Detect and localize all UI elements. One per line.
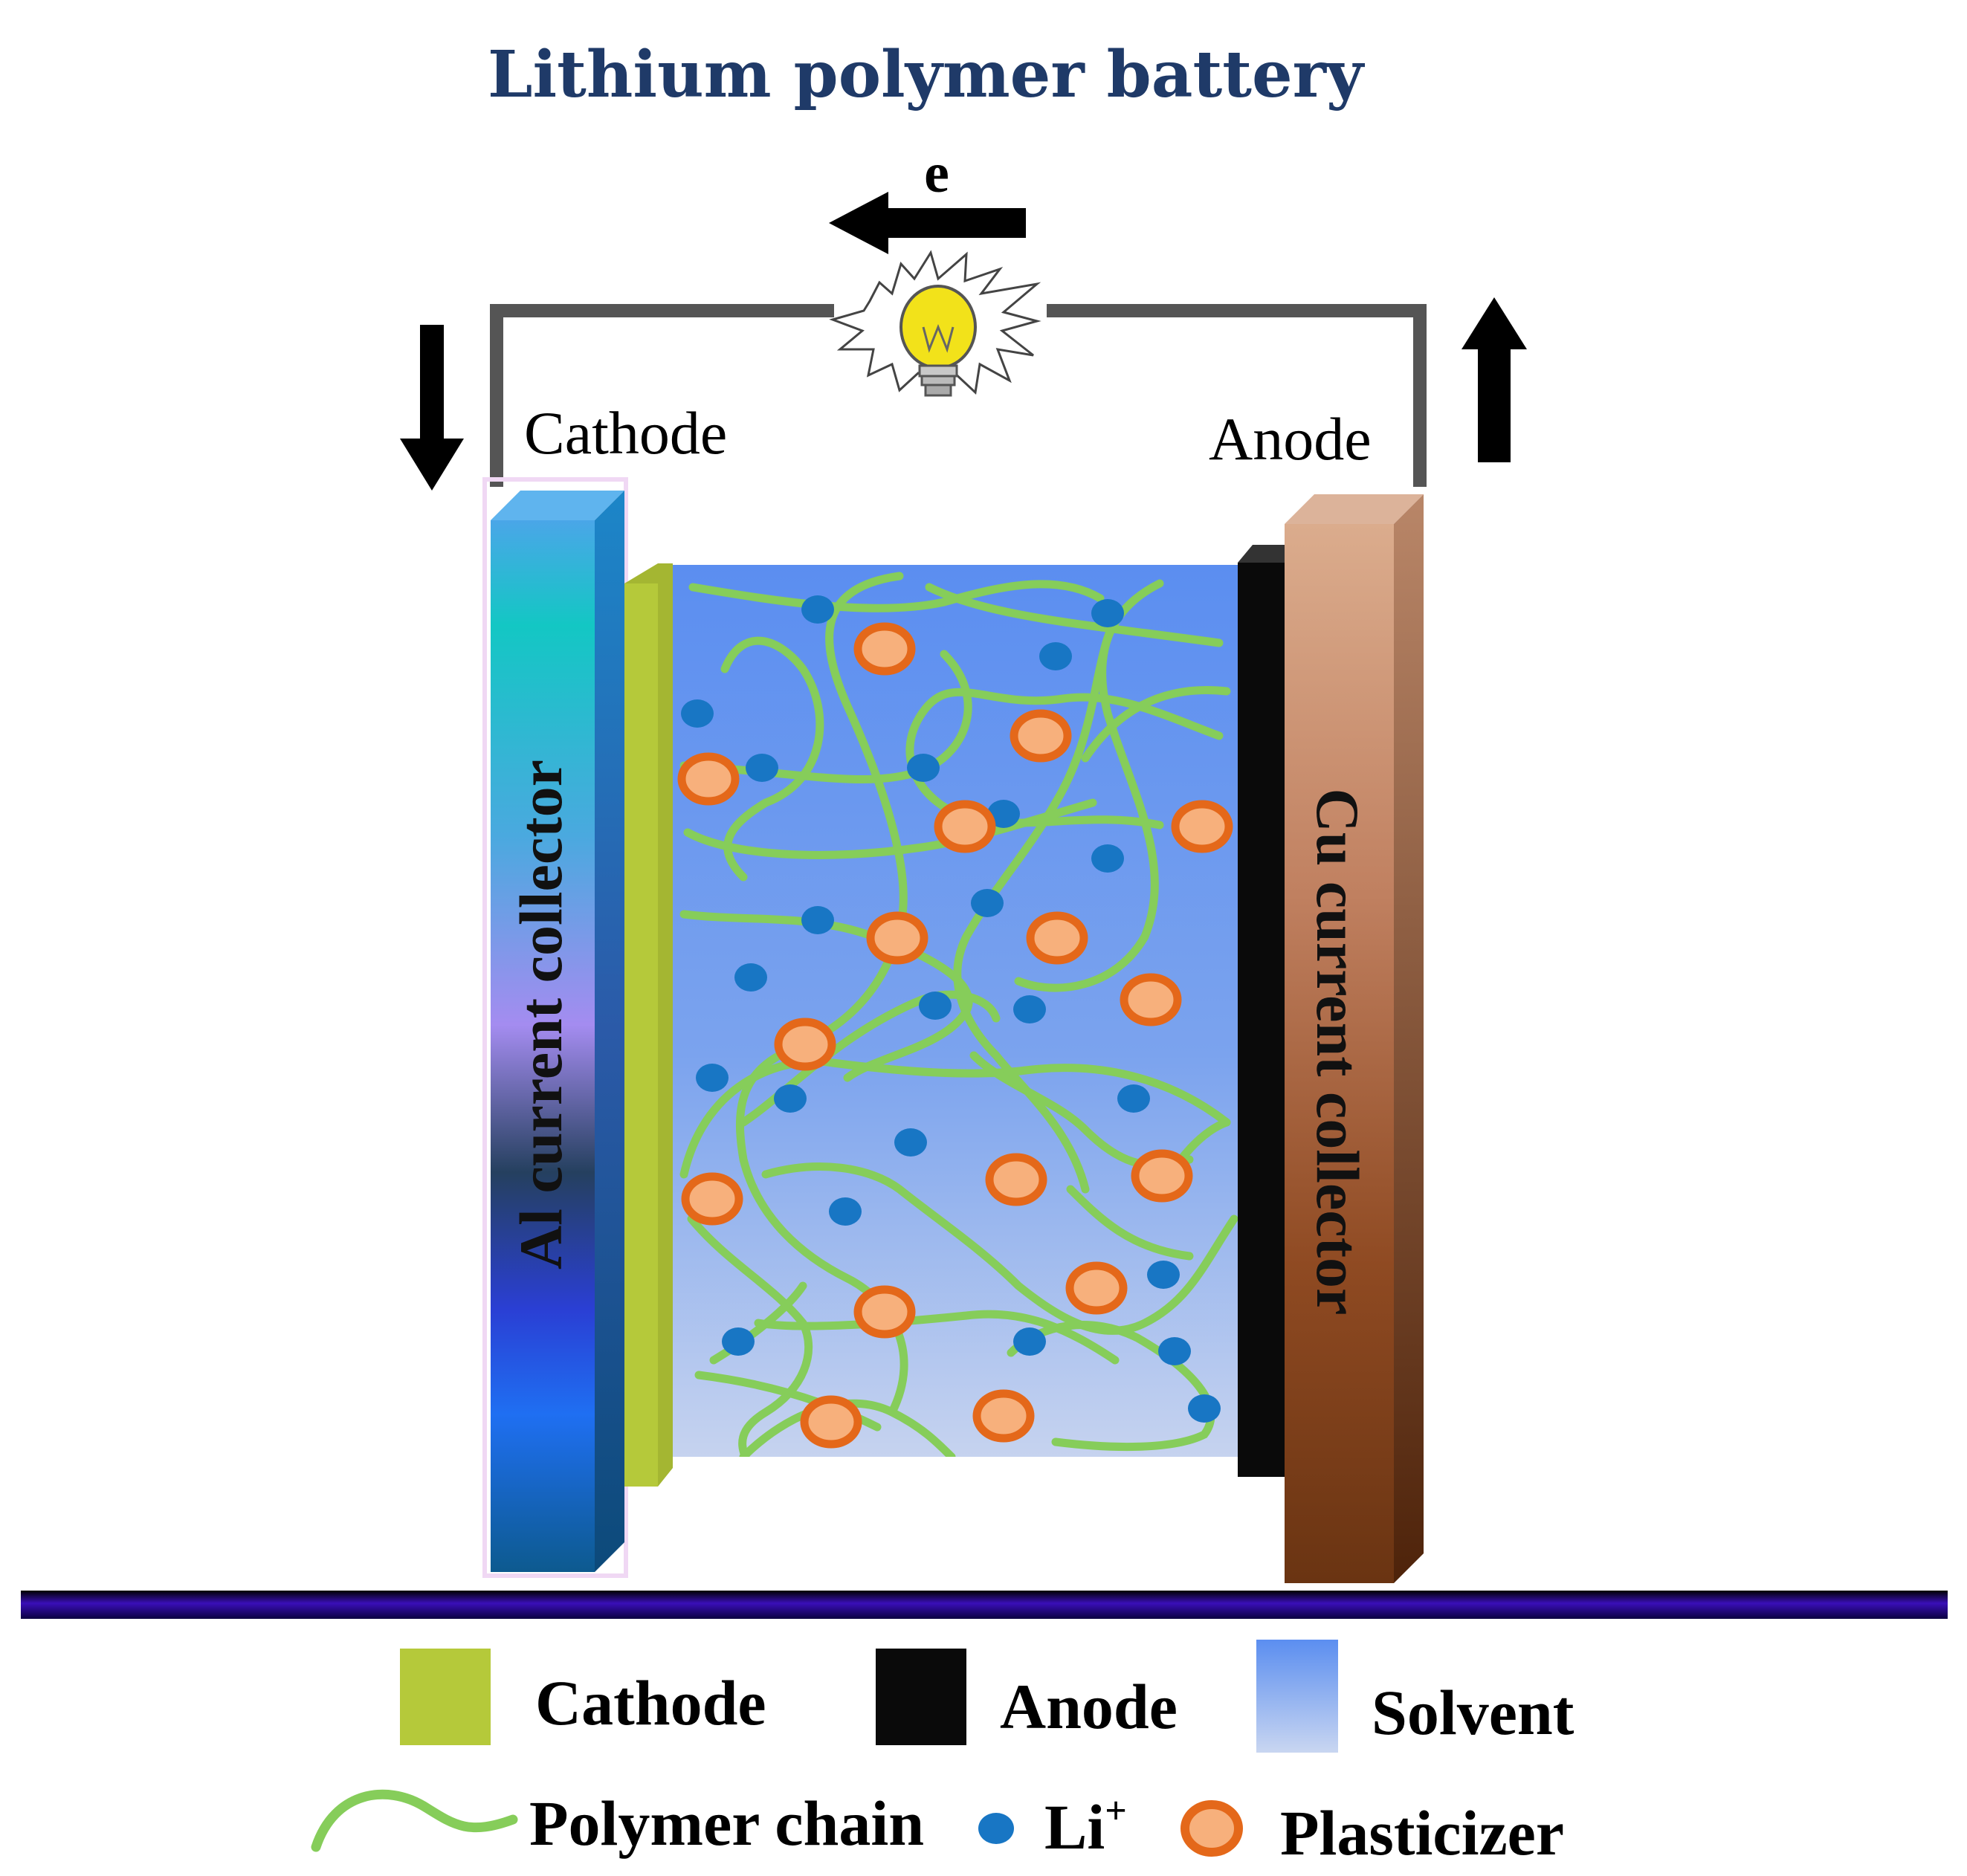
li-ion: [1117, 1084, 1150, 1113]
li-ion: [734, 963, 767, 992]
li-ion: [1188, 1394, 1221, 1423]
li-ion: [746, 754, 778, 782]
legend-cathode-swatch: [400, 1649, 491, 1745]
plasticizer: [1026, 911, 1088, 965]
al-collector-label: Al current collector: [507, 760, 575, 1269]
down-arrow-icon: [400, 325, 464, 491]
diagram-title: Lithium polymer battery: [488, 37, 1366, 112]
plasticizer: [934, 800, 996, 853]
li-ion: [681, 699, 714, 728]
li-ion: [907, 754, 940, 782]
legend-li-ion-label: Li+: [1044, 1790, 1127, 1863]
al-current-collector: [482, 477, 628, 1578]
plasticizer: [800, 1395, 862, 1449]
plasticizer: [681, 1172, 743, 1226]
li-ion: [1158, 1337, 1191, 1365]
anode-layer: [1238, 545, 1286, 1477]
legend-solvent-label: Solvent: [1372, 1677, 1574, 1748]
li-ion: [774, 1084, 807, 1113]
legend-solvent-swatch: [1256, 1640, 1338, 1753]
baseline-divider: [21, 1591, 1948, 1619]
li-ion: [971, 889, 1004, 917]
plasticizer: [985, 1153, 1047, 1206]
plasticizer: [972, 1389, 1035, 1443]
legend: Cathode Anode Solvent Polymer chain Li+ …: [311, 1640, 1574, 1869]
plasticizer: [1120, 973, 1182, 1026]
li-ion: [1013, 1327, 1046, 1356]
plasticizers: [677, 622, 1233, 1449]
legend-anode-swatch: [876, 1649, 966, 1745]
electron-label: e: [924, 142, 949, 204]
legend-cathode-label: Cathode: [535, 1667, 766, 1738]
plasticizer: [866, 911, 928, 965]
plasticizer: [1065, 1261, 1128, 1315]
cathode-layer: [624, 563, 673, 1487]
li-ion: [1147, 1261, 1180, 1289]
plasticizer: [853, 1285, 916, 1339]
li-ion: [919, 992, 952, 1020]
plasticizer: [1171, 800, 1233, 853]
cu-current-collector: [1285, 494, 1424, 1583]
light-bulb-icon: [829, 250, 1041, 397]
li-ion: [722, 1327, 755, 1356]
li-ions: [681, 595, 1221, 1423]
legend-li-ion-swatch: [978, 1813, 1014, 1844]
li-ion: [1091, 844, 1124, 873]
plasticizer: [677, 752, 740, 806]
li-ion: [801, 595, 834, 624]
plasticizer: [1010, 709, 1072, 763]
plasticizer: [853, 622, 916, 676]
cu-collector-label: Cu current collector: [1304, 789, 1372, 1316]
plasticizer: [1131, 1149, 1193, 1203]
cathode-label: Cathode: [524, 399, 727, 467]
li-ion: [696, 1064, 729, 1092]
legend-plasticizer-swatch: [1180, 1800, 1243, 1857]
anode-label: Anode: [1209, 405, 1372, 473]
li-ion: [1091, 599, 1124, 627]
legend-polymer-chain-swatch: [311, 1789, 518, 1852]
legend-anode-label: Anode: [1000, 1671, 1178, 1742]
legend-plasticizer-label: Plasticizer: [1280, 1797, 1564, 1869]
up-arrow-icon: [1461, 297, 1527, 462]
left-arrow-icon: [829, 192, 1026, 254]
external-circuit-wire: [490, 304, 1427, 487]
li-ion: [1013, 995, 1046, 1023]
plasticizer: [774, 1018, 836, 1071]
li-ion: [894, 1128, 927, 1157]
li-ion: [987, 800, 1020, 828]
li-ion: [829, 1197, 862, 1226]
legend-polymer-chain-label: Polymer chain: [529, 1788, 924, 1859]
li-ion: [1039, 642, 1072, 670]
li-ion: [801, 906, 834, 934]
